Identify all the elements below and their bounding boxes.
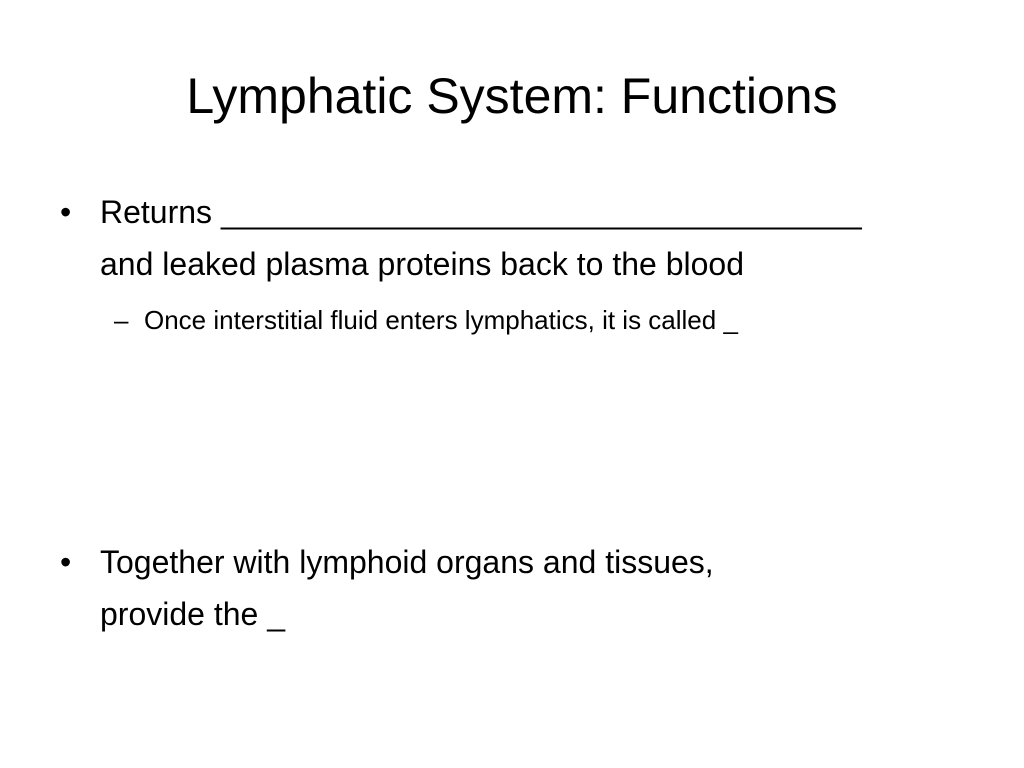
sub-bullet-item: – Once interstitial fluid enters lymphat… [114,300,994,340]
sub-bullet-text: Once interstitial fluid enters lymphatic… [144,305,738,335]
bullet-icon: • [60,544,72,580]
bullet-item: • Returns ______________________________… [60,186,980,290]
bullet-text: Together with lymphoid organs and tissue… [100,544,714,632]
bullet-icon: • [60,194,72,230]
bullet-text: Returns ________________________________… [100,194,862,282]
dash-icon: – [114,305,129,335]
slide-title: Lymphatic System: Functions [186,68,838,124]
bullet-item: • Together with lymphoid organs and tiss… [60,536,980,640]
